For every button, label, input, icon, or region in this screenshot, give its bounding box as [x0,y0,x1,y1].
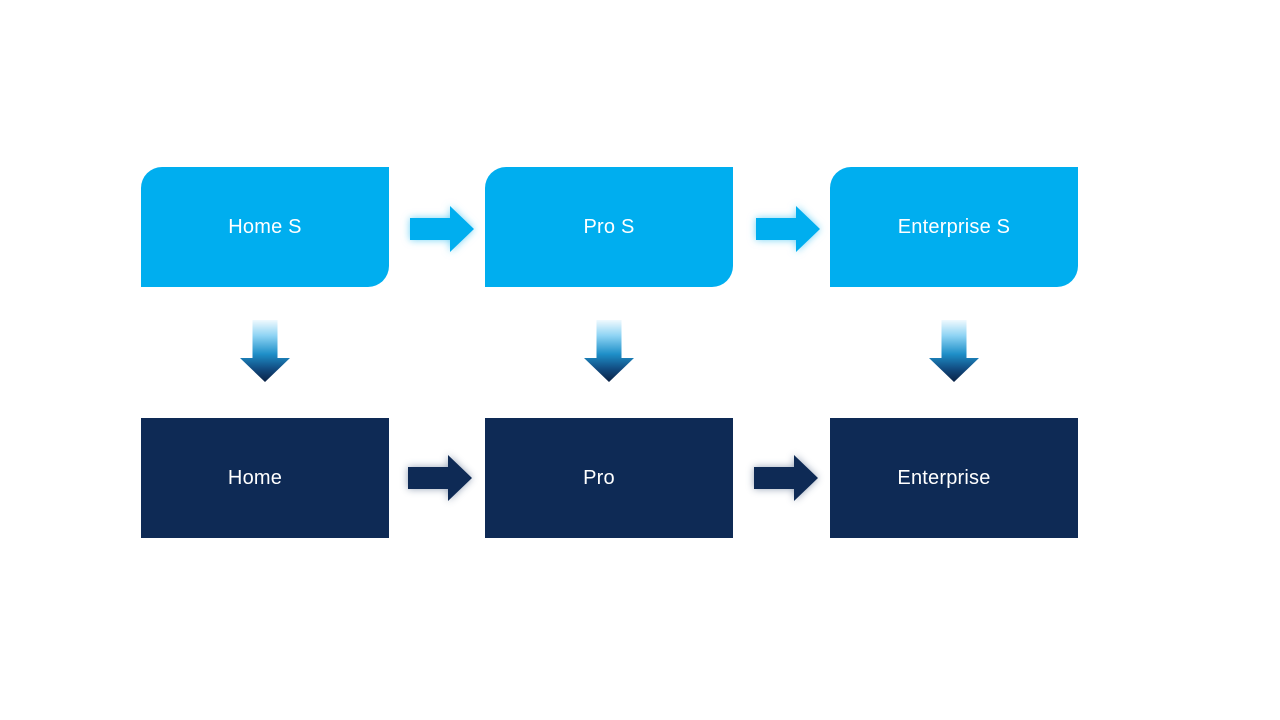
node-home-label: Home [227,466,283,489]
right-arrow-icon [408,455,472,501]
node-enterprise-s: Enterprise S [830,167,1078,287]
down-arrow-icon [240,320,290,382]
node-enterprise-s-label: Enterprise S [897,215,1011,238]
node-home: Home [141,418,389,538]
node-pro-s-label: Pro S [583,215,635,238]
down-arrow-icon [929,320,979,382]
right-arrow-icon [410,206,474,252]
node-enterprise: Enterprise [830,418,1078,538]
node-pro-label: Pro [583,466,615,489]
right-arrow-icon [754,455,818,501]
node-pro: Pro [485,418,733,538]
right-arrow-icon [756,206,820,252]
node-home-s: Home S [141,167,389,287]
node-pro-s: Pro S [485,167,733,287]
down-arrow-icon [584,320,634,382]
node-home-s-label: Home S [228,215,302,238]
node-enterprise-label: Enterprise [897,466,991,489]
